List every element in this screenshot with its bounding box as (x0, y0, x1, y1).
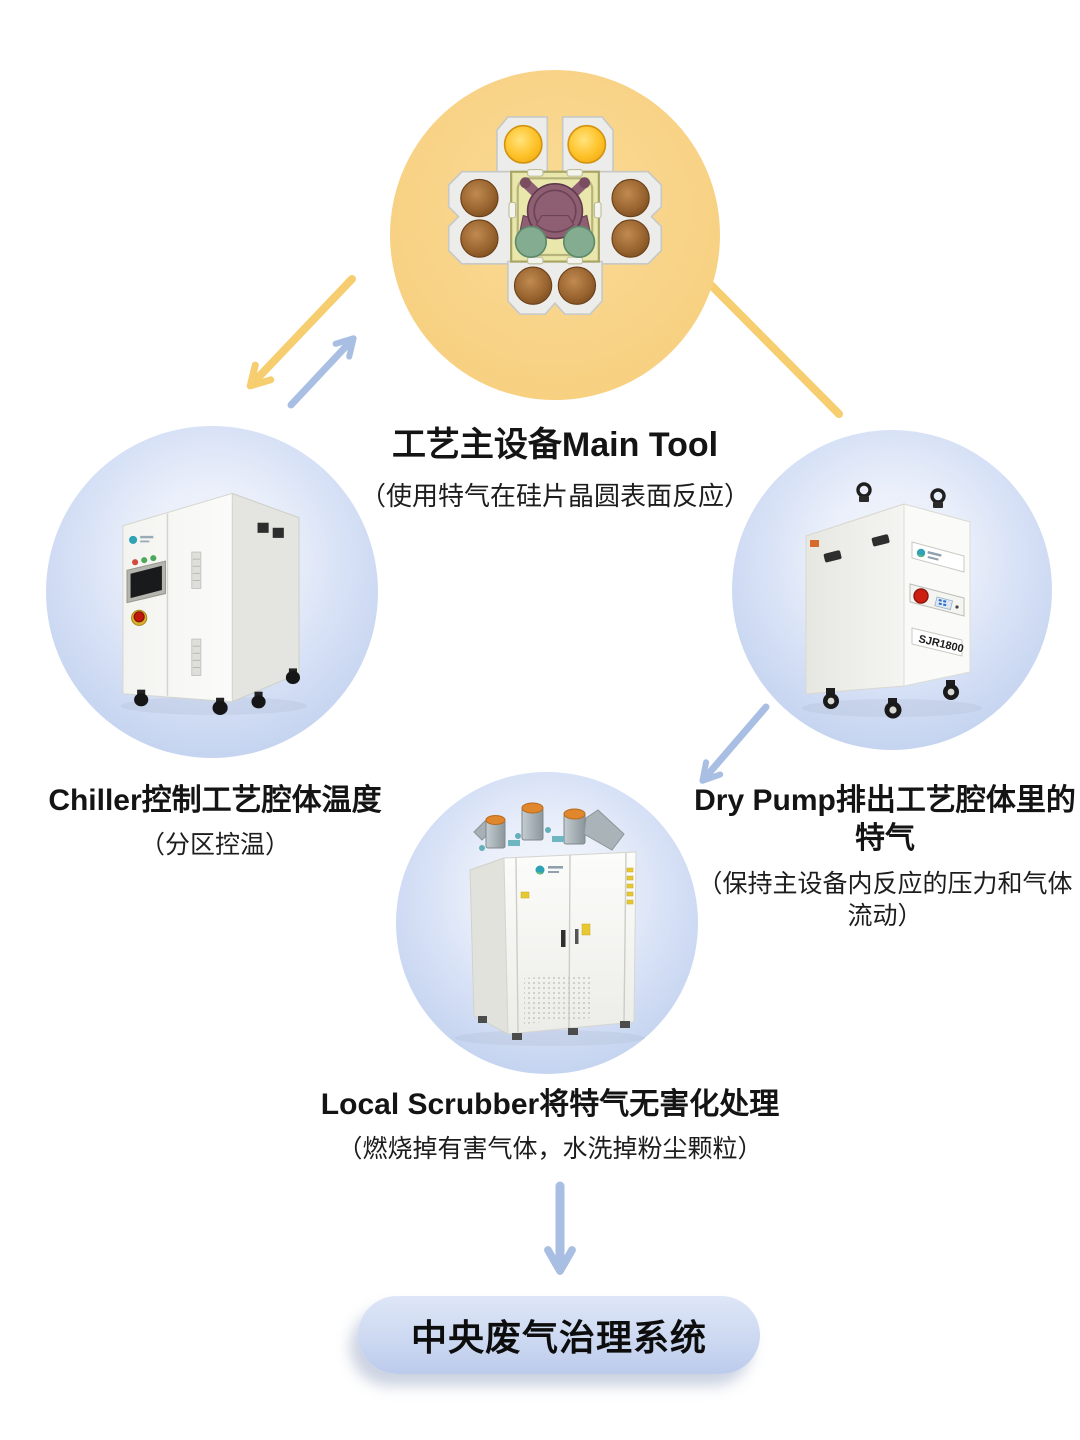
caster-wheels (134, 668, 301, 715)
side-louver (257, 522, 284, 538)
main-tool-illustration (447, 116, 663, 315)
main-tool-title: 工艺主设备Main Tool (391, 426, 719, 464)
dry-pump-node: SJR1800 (732, 430, 1052, 750)
emergency-stop-button (131, 609, 148, 626)
scrubber-node (396, 772, 698, 1074)
chiller-node (46, 426, 378, 758)
central-system-label: 中央废气治理系统 (410, 1317, 707, 1358)
chiller-caption: Chiller控制工艺腔体温度 （分区控温） (5, 782, 425, 862)
chiller-title: Chiller控制工艺腔体温度 (48, 784, 382, 817)
cabinet-side-panel (805, 503, 905, 695)
arrow-maintool-to-chiller (246, 275, 356, 390)
lifting-eye-bolts (856, 482, 946, 504)
scrubber-caption: Local Scrubber将特气无害化处理 （燃烧掉有害气体，水洗掉粉尘颗粒） (300, 1086, 800, 1166)
main-tool-caption: 工艺主设备Main Tool （使用特气在硅片晶圆表面反应） (255, 424, 855, 513)
robot-arm (514, 177, 596, 259)
side-handles (823, 534, 890, 563)
central-system-pill: 中央废气治理系统 (358, 1296, 760, 1374)
brand-logo (129, 535, 154, 544)
warning-labels (520, 867, 634, 936)
control-touchscreen (126, 560, 166, 604)
brand-logo-plate (911, 541, 965, 573)
chiller-illustration (120, 492, 308, 715)
caster-wheels (823, 680, 959, 719)
door-vents (191, 551, 202, 676)
process-chambers-bottom (507, 260, 603, 315)
mini-display (934, 596, 959, 611)
process-chambers-left (447, 170, 512, 265)
brand-logo (535, 865, 563, 875)
dry-pump-subtitle: （保持主设备内反应的压力和气体流动） (697, 869, 1073, 931)
warning-label (810, 540, 819, 547)
process-chambers-right (598, 170, 663, 265)
door-handles (561, 929, 579, 947)
chiller-subtitle: （分区控温） (139, 831, 290, 860)
cabinet-front-panel (122, 492, 233, 703)
arrow-drypump-to-scrubber (699, 703, 770, 784)
scrubber-title: Local Scrubber将特气无害化处理 (320, 1088, 780, 1121)
rooftop-pumps (473, 802, 625, 851)
dry-pump-title: Dry Pump排出工艺腔体里的特气 (694, 784, 1076, 856)
main-tool-node (390, 70, 720, 400)
vent-grid (524, 974, 592, 1024)
dry-pump-caption: Dry Pump排出工艺腔体里的特气 （保持主设备内反应的压力和气体流动） (690, 782, 1080, 933)
dry-pump-illustration: SJR1800 (802, 482, 982, 719)
scrubber-illustration (455, 802, 645, 1046)
transfer-chamber (508, 169, 602, 265)
lifting-eye-bases (859, 496, 943, 508)
line-maintool-to-drypump (702, 276, 843, 418)
status-indicator-lights (132, 555, 157, 566)
leveling-feet (478, 1016, 630, 1040)
emergency-stop-button (913, 588, 929, 604)
arrow-chiller-to-maintool (287, 335, 357, 409)
floor-shadow (455, 1030, 645, 1046)
control-plate (909, 583, 965, 617)
main-tool-subtitle: （使用特气在硅片晶圆表面反应） (359, 480, 750, 511)
cabinet-side-panel (469, 857, 509, 1035)
load-port-modules (496, 116, 614, 173)
scrubber-subtitle: （燃烧掉有害气体，水洗掉粉尘颗粒） (337, 1135, 763, 1164)
